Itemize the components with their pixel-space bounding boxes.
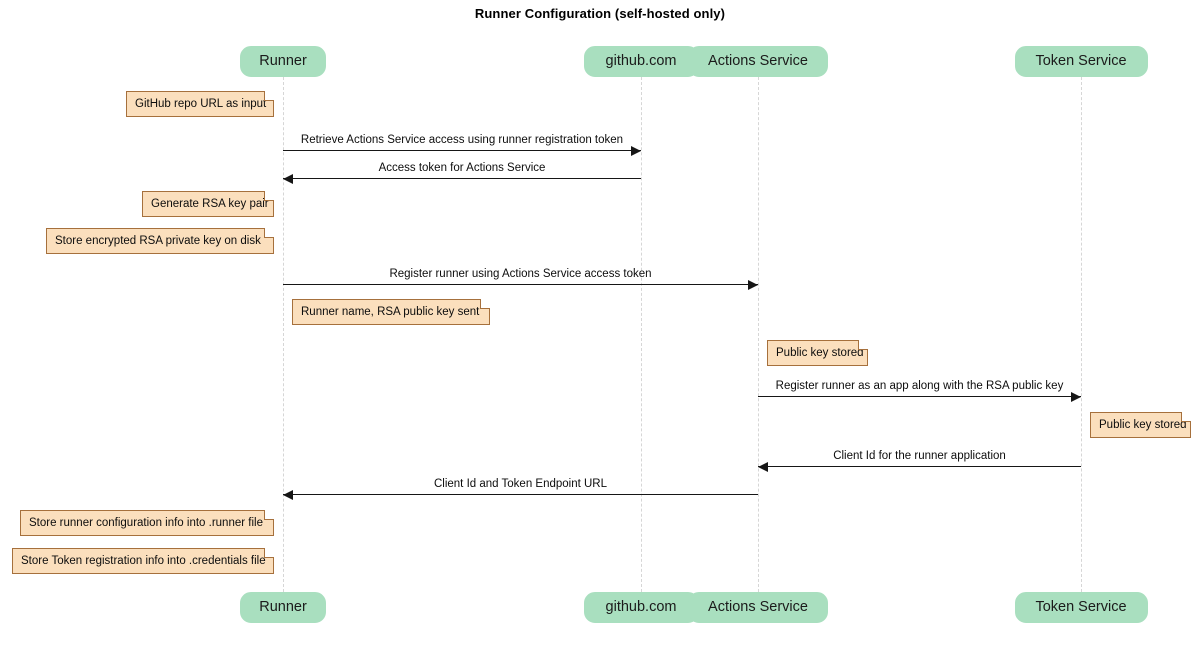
note-n7: Store runner configuration info into .ru…	[20, 510, 274, 536]
arrowhead-m5	[758, 462, 768, 472]
message-label-m3: Register runner using Actions Service ac…	[389, 268, 652, 280]
arrowhead-m6	[283, 490, 293, 500]
arrowhead-m4	[1071, 392, 1081, 402]
lifeline-token	[1081, 77, 1083, 592]
arrowhead-m3	[748, 280, 758, 290]
note-fold-corner-icon	[480, 299, 490, 309]
note-fold-corner-icon	[264, 548, 274, 558]
note-text: Store runner configuration info into .ru…	[29, 517, 263, 529]
page-title: Runner Configuration (self-hosted only)	[474, 6, 726, 21]
participant-token-bottom[interactable]: Token Service	[1014, 592, 1148, 623]
arrowhead-m2	[283, 174, 293, 184]
note-text: Runner name, RSA public key sent	[301, 306, 480, 318]
note-n2: Generate RSA key pair	[142, 191, 274, 217]
note-text: Store encrypted RSA private key on disk	[55, 235, 261, 247]
note-n8: Store Token registration info into .cred…	[12, 548, 274, 574]
note-text: Public key stored	[1099, 419, 1187, 431]
message-label-m2: Access token for Actions Service	[378, 162, 546, 174]
lifeline-actions	[758, 77, 760, 592]
message-line-m5	[758, 466, 1081, 467]
note-text: GitHub repo URL as input	[135, 98, 267, 110]
note-fold-corner-icon	[264, 510, 274, 520]
note-fold-corner-icon	[264, 191, 274, 201]
message-label-m4: Register runner as an app along with the…	[775, 380, 1064, 392]
arrowhead-m1	[631, 146, 641, 156]
note-fold-corner-icon	[858, 340, 868, 350]
message-line-m6	[283, 494, 758, 495]
lifeline-runner	[283, 77, 285, 592]
message-label-m1: Retrieve Actions Service access using ru…	[300, 134, 624, 146]
note-text: Generate RSA key pair	[151, 198, 269, 210]
participant-github-top[interactable]: github.com	[583, 46, 699, 77]
note-fold-corner-icon	[264, 91, 274, 101]
note-text: Store Token registration info into .cred…	[21, 555, 266, 567]
note-n5: Public key stored	[767, 340, 868, 366]
lifeline-github	[641, 77, 643, 592]
message-line-m1	[283, 150, 641, 151]
participant-runner-top[interactable]: Runner	[240, 46, 326, 77]
message-line-m4	[758, 396, 1081, 397]
note-n1: GitHub repo URL as input	[126, 91, 274, 117]
note-text: Public key stored	[776, 347, 864, 359]
note-fold-corner-icon	[264, 228, 274, 238]
message-line-m2	[283, 178, 641, 179]
participant-actions-bottom[interactable]: Actions Service	[688, 592, 828, 623]
note-n3: Store encrypted RSA private key on disk	[46, 228, 274, 254]
participant-runner-bottom[interactable]: Runner	[240, 592, 326, 623]
message-label-m6: Client Id and Token Endpoint URL	[433, 478, 608, 490]
participant-token-top[interactable]: Token Service	[1014, 46, 1148, 77]
message-label-m5: Client Id for the runner application	[833, 450, 1006, 462]
note-fold-corner-icon	[1181, 412, 1191, 422]
note-n4: Runner name, RSA public key sent	[292, 299, 490, 325]
message-line-m3	[283, 284, 758, 285]
note-n6: Public key stored	[1090, 412, 1191, 438]
participant-github-bottom[interactable]: github.com	[583, 592, 699, 623]
participant-actions-top[interactable]: Actions Service	[688, 46, 828, 77]
